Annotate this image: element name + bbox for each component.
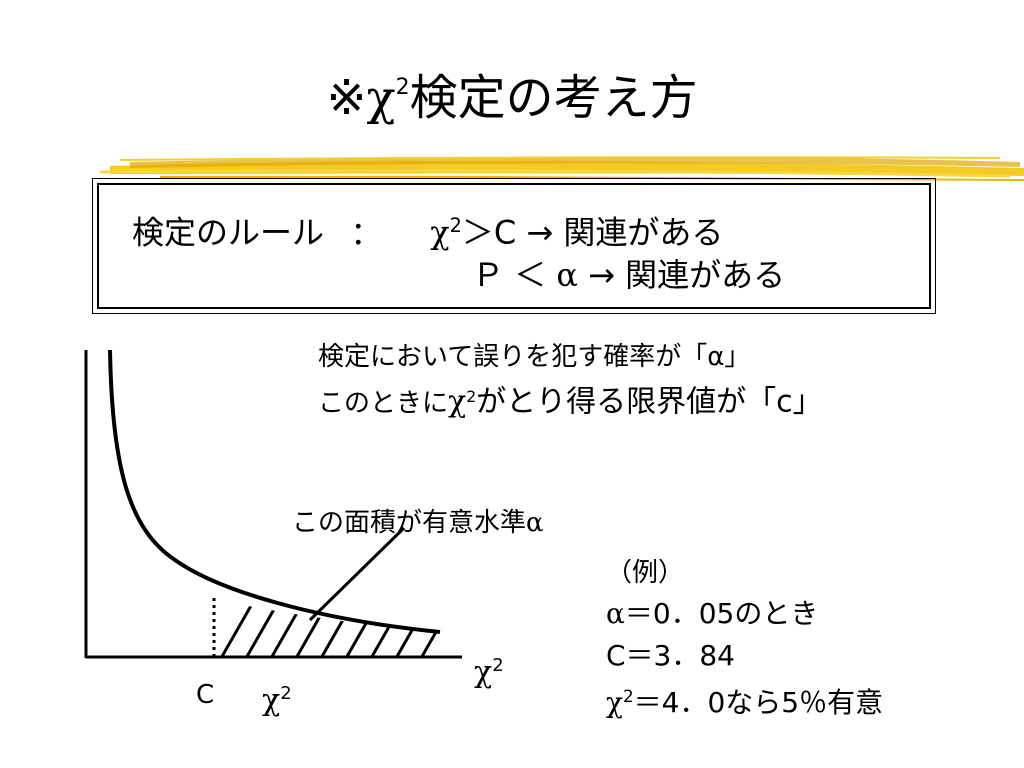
title-chi: χ — [366, 70, 396, 126]
title-underline — [100, 156, 1024, 181]
example-line3-rest: ＝4．0なら5％有意 — [633, 686, 884, 720]
example-line-1: α＝0．05のとき — [606, 596, 818, 632]
example-title: （例） — [606, 558, 685, 588]
rule-chi: χ — [430, 213, 450, 252]
x-axis-sup: 2 — [492, 655, 504, 676]
title-sup: 2 — [395, 75, 410, 100]
area-label-alpha: α — [526, 508, 544, 538]
chi-square-diagram — [84, 349, 462, 659]
example-chi: χ — [606, 686, 623, 720]
c-label: C — [196, 680, 215, 710]
density-curve — [108, 349, 441, 634]
rule-line1-rest: ＞C → 関連がある — [461, 213, 724, 252]
rule-line-1: 検定のルール ： χ2＞C → 関連がある — [132, 206, 723, 253]
rule-box — [92, 178, 936, 314]
chi-label-sup: 2 — [280, 683, 292, 704]
example-line1-rest: ＝0．05のとき — [624, 597, 819, 630]
example-alpha: α — [606, 597, 625, 630]
tail-hatching — [218, 600, 440, 657]
rule-line-2: Ｐ ＜ α → 関連がある — [472, 255, 785, 295]
area-label-text: この面積が有意水準 — [292, 508, 527, 538]
rule-colon: ： — [350, 213, 383, 252]
rule-line2-prefix: Ｐ ＜ — [472, 256, 547, 294]
example-line-2: C＝3．84 — [606, 639, 735, 672]
note2-sup: 2 — [466, 388, 477, 406]
chi-label-chi: χ — [262, 682, 281, 718]
note2-rest: がとり得る限界値が「c」 — [476, 384, 823, 420]
example-chi-sup: 2 — [622, 686, 634, 706]
title-mark: ※ — [326, 70, 367, 126]
x-axis-chi: χ — [474, 654, 493, 690]
rule-alpha: α — [556, 256, 578, 294]
rule-box-inner-border — [97, 183, 931, 309]
example-line-3: χ2＝4．0なら5％有意 — [606, 678, 883, 721]
rule-chi-sup: 2 — [449, 214, 462, 237]
page-title: ※χ2検定の考え方 — [0, 56, 1024, 130]
note-line-1: 検定において誤りを犯す確率が「α」 — [318, 342, 751, 372]
area-label: この面積が有意水準α — [292, 506, 544, 540]
chi-label: χ2 — [262, 676, 292, 719]
rule-line2-rest: → 関連がある — [588, 256, 786, 294]
note-line-2: このときにχ2がとり得る限界値が「c」 — [318, 380, 823, 420]
area-leader-line — [308, 526, 406, 622]
x-axis-label: χ2 — [474, 648, 504, 691]
note2-prefix: このときに — [318, 388, 449, 419]
title-text: 検定の考え方 — [409, 70, 698, 126]
rule-label: 検定のルール — [132, 213, 325, 252]
note2-chi: χ — [448, 384, 467, 420]
